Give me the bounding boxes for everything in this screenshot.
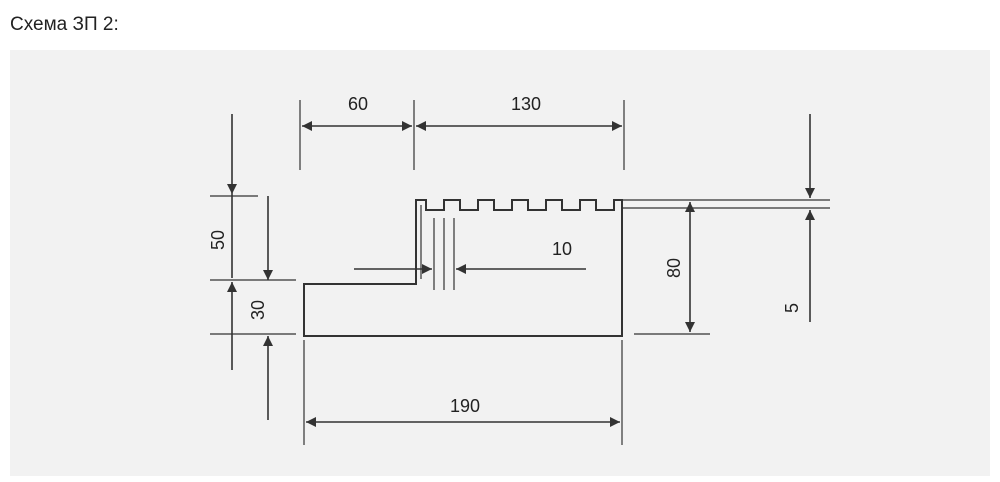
extension-lines xyxy=(210,100,710,445)
label-base-height: 30 xyxy=(248,300,268,320)
drawing-panel: 60 130 10 190 50 30 80 5 xyxy=(10,50,990,476)
technical-drawing: 60 130 10 190 50 30 80 5 xyxy=(208,94,830,445)
label-upper-height: 50 xyxy=(208,230,228,250)
label-right-offset: 5 xyxy=(782,303,802,313)
dimension-labels: 60 130 10 190 50 30 80 5 xyxy=(208,94,802,416)
label-right-height: 80 xyxy=(664,258,684,278)
dimension-lines xyxy=(227,114,815,427)
label-top-left-width: 60 xyxy=(348,94,368,114)
label-top-right-width: 130 xyxy=(511,94,541,114)
page-title: Схема ЗП 2: xyxy=(10,14,119,35)
part-outline xyxy=(303,199,830,337)
profile-contour xyxy=(303,199,623,337)
label-total-width: 190 xyxy=(450,396,480,416)
label-slot-width: 10 xyxy=(552,239,572,259)
